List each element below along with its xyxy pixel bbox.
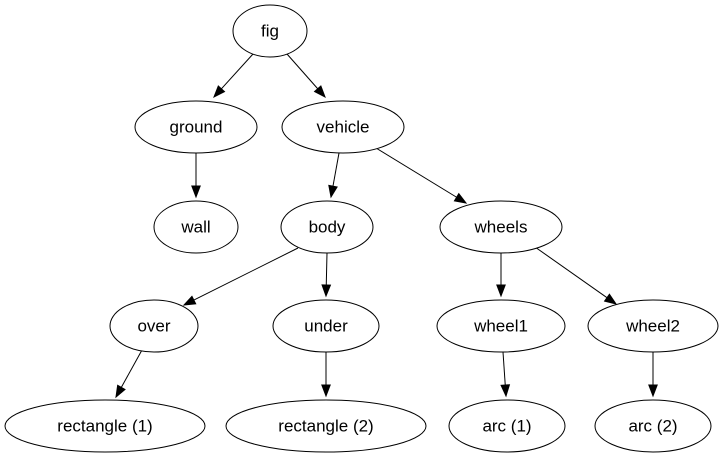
graph-edge <box>213 53 254 99</box>
graph-edge <box>321 352 331 398</box>
graph-edge <box>375 147 468 204</box>
edge-line <box>120 349 143 388</box>
graph-edge <box>500 351 511 398</box>
graph-edge <box>534 246 618 305</box>
graph-node-vehicle[interactable]: vehicle <box>281 100 405 154</box>
graph-node-rectangle2[interactable]: rectangle (2) <box>225 399 427 453</box>
node-label: arc (1) <box>482 416 531 435</box>
node-ellipse[interactable] <box>153 200 239 254</box>
graph-edge <box>115 349 143 399</box>
node-label: ground <box>170 117 223 136</box>
node-ellipse[interactable] <box>134 100 258 154</box>
node-ellipse[interactable] <box>272 299 380 353</box>
edge-arrowhead <box>191 185 201 199</box>
node-label: wheel1 <box>473 316 528 335</box>
graph-node-under[interactable]: under <box>272 299 380 353</box>
graph-node-wall[interactable]: wall <box>153 200 239 254</box>
node-ellipse[interactable] <box>587 299 719 353</box>
edge-arrowhead <box>182 295 197 306</box>
edge-arrowhead <box>648 384 658 398</box>
graph-edge <box>286 53 326 99</box>
graph-edge <box>191 153 201 199</box>
nodes-layer: fig ground vehicle wall body wheels over under w… <box>4 4 719 453</box>
edge-arrowhead <box>321 384 331 398</box>
graph-node-wheels[interactable]: wheels <box>439 200 563 254</box>
node-ellipse[interactable] <box>448 399 566 453</box>
node-label: wheel2 <box>625 316 680 335</box>
node-ellipse[interactable] <box>225 399 427 453</box>
edge-arrowhead <box>603 293 618 305</box>
edge-line <box>325 252 328 286</box>
graph-node-over[interactable]: over <box>109 299 199 353</box>
edge-line <box>375 147 457 198</box>
graph-node-wheel1[interactable]: wheel1 <box>436 299 566 353</box>
edge-line <box>193 247 299 301</box>
edge-arrowhead <box>328 184 338 199</box>
graph-node-rectangle1[interactable]: rectangle (1) <box>4 399 206 453</box>
edge-arrowhead <box>496 284 506 298</box>
node-label: under <box>304 316 348 335</box>
graph-node-wheel2[interactable]: wheel2 <box>587 299 719 353</box>
graph-edge <box>182 247 299 306</box>
edge-arrowhead <box>453 192 468 204</box>
edge-line <box>221 53 254 90</box>
graph-node-arc1[interactable]: arc (1) <box>448 399 566 453</box>
edges-layer <box>115 53 658 399</box>
edge-line <box>286 53 319 90</box>
edge-arrowhead <box>321 284 332 298</box>
edge-arrowhead <box>213 85 226 99</box>
graph-edge <box>648 352 658 398</box>
node-label: rectangle (1) <box>57 416 152 435</box>
node-label: body <box>309 217 346 236</box>
node-ellipse[interactable] <box>232 4 308 58</box>
edge-arrowhead <box>313 85 326 99</box>
node-ellipse[interactable] <box>109 299 199 353</box>
node-label: arc (2) <box>628 416 677 435</box>
node-label: wheels <box>474 217 528 236</box>
node-ellipse[interactable] <box>436 299 566 353</box>
node-label: over <box>137 316 170 335</box>
edge-line <box>332 152 340 187</box>
graph-node-fig[interactable]: fig <box>232 4 308 58</box>
edge-line <box>534 246 608 299</box>
graph-node-body[interactable]: body <box>280 200 374 254</box>
edge-arrowhead <box>500 384 511 398</box>
graph-node-ground[interactable]: ground <box>134 100 258 154</box>
node-label: vehicle <box>317 117 370 136</box>
node-label: rectangle (2) <box>278 416 373 435</box>
node-ellipse[interactable] <box>439 200 563 254</box>
node-ellipse[interactable] <box>4 399 206 453</box>
node-label: fig <box>261 21 279 40</box>
node-ellipse[interactable] <box>280 200 374 254</box>
graph-node-arc2[interactable]: arc (2) <box>594 399 712 453</box>
graph-edge <box>496 253 506 298</box>
node-ellipse[interactable] <box>281 100 405 154</box>
graph-edge <box>321 252 332 298</box>
edge-arrowhead <box>115 384 126 399</box>
node-ellipse[interactable] <box>594 399 712 453</box>
edge-line <box>502 351 506 386</box>
graph-edge <box>328 152 340 199</box>
node-label: wall <box>180 217 210 236</box>
